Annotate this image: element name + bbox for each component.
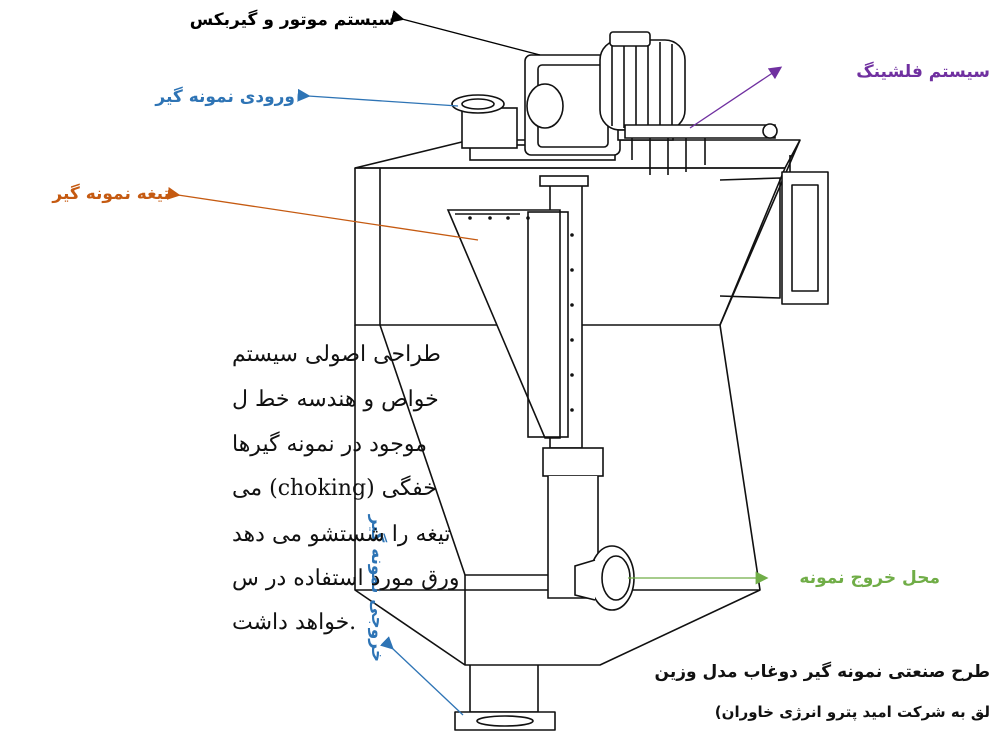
label-flushing: سیستم فلشینگ (856, 62, 990, 82)
sampler-blade (446, 209, 574, 439)
label-inlet: ورودی نمونه گیر (155, 87, 295, 107)
flushing-header (624, 123, 778, 175)
blade-bolts (468, 216, 574, 412)
label-blade: تیغه نمونه گیر (52, 184, 170, 204)
outlet-arrow (379, 636, 464, 716)
sampler-body (354, 139, 829, 731)
paragraph-line-1: طراحی اصولی سیستم (232, 342, 441, 367)
sample-exit-port (574, 545, 635, 611)
motor-arrow (390, 10, 541, 56)
figure-caption-line-1: طرح صنعتی نمونه گیر دوغاب مدل وزین (654, 662, 990, 682)
label-motor: سیستم موتور و گیربکس (189, 10, 395, 30)
inlet-arrow (297, 88, 459, 107)
figure-caption-line-2: لق به شرکت امید پترو انرژی خاوران) (714, 703, 990, 721)
paragraph-line-7: خواهد داشت. (232, 610, 357, 635)
flushing-arrow (689, 66, 783, 129)
motor-gearbox (469, 31, 686, 161)
paragraph-line-2: خواص و هندسه خط ل (232, 387, 439, 412)
paragraph-line-3: موجود در نمونه گیرها (232, 432, 427, 457)
inlet-pipe (451, 94, 518, 149)
label-sample-exit: محل خروج نمونه (799, 568, 940, 588)
paragraph-line-5: تیغه را شستشو می دهد (232, 522, 451, 547)
paragraph-line-4: خفگی (choking) می (232, 476, 437, 501)
paragraph-line-6: ورق مورد استفاده در س (232, 566, 460, 591)
blade-arrow (166, 187, 479, 241)
